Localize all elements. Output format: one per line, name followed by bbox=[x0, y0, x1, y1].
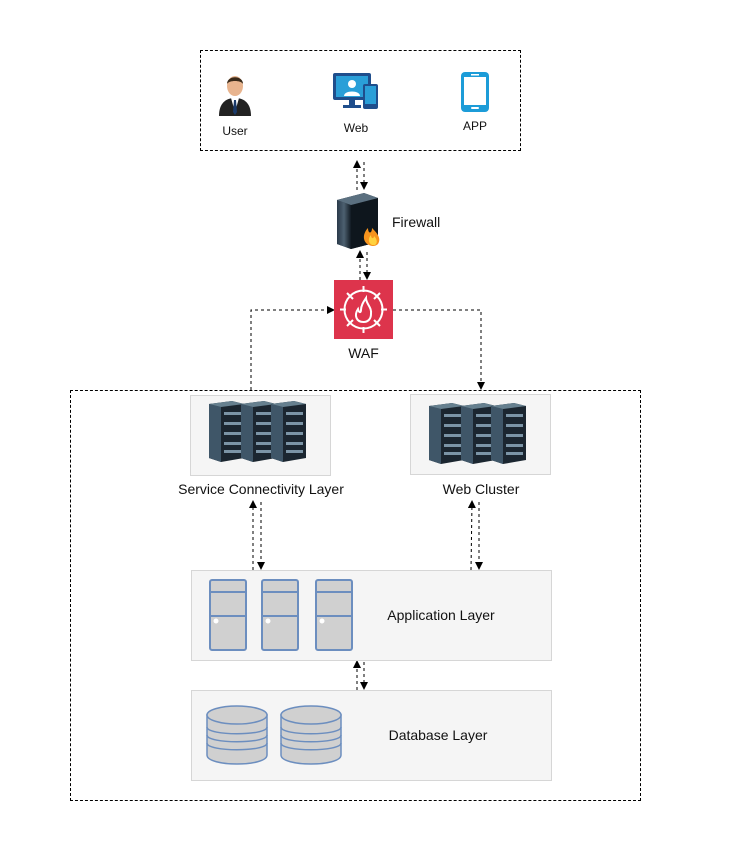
waf-icon bbox=[334, 280, 393, 339]
server-rack-icon bbox=[429, 403, 526, 464]
mobile-phone-icon bbox=[461, 72, 489, 112]
app-label: APP bbox=[462, 119, 487, 133]
waf-label: WAF bbox=[348, 345, 379, 361]
firewall-icon bbox=[337, 193, 380, 249]
application-layer-panel bbox=[191, 570, 552, 661]
database-layer-label: Database Layer bbox=[388, 727, 488, 743]
user-label: User bbox=[222, 124, 248, 138]
web-monitor-icon bbox=[333, 73, 378, 109]
infrastructure-group bbox=[70, 390, 641, 801]
service-connectivity-label: Service Connectivity Layer bbox=[178, 481, 344, 497]
arrow-waf-to-webcluster bbox=[393, 309, 485, 390]
web-label: Web bbox=[343, 121, 369, 135]
user-icon bbox=[219, 76, 251, 116]
firewall-label: Firewall bbox=[392, 214, 441, 230]
application-layer-label: Application Layer bbox=[387, 607, 495, 623]
server-tower-icon bbox=[209, 579, 353, 651]
web-cluster-label: Web Cluster bbox=[442, 481, 520, 497]
arrow-service-to-waf bbox=[250, 306, 335, 390]
database-icon bbox=[206, 705, 342, 765]
server-rack-icon bbox=[209, 401, 306, 462]
clients-group bbox=[200, 50, 521, 151]
